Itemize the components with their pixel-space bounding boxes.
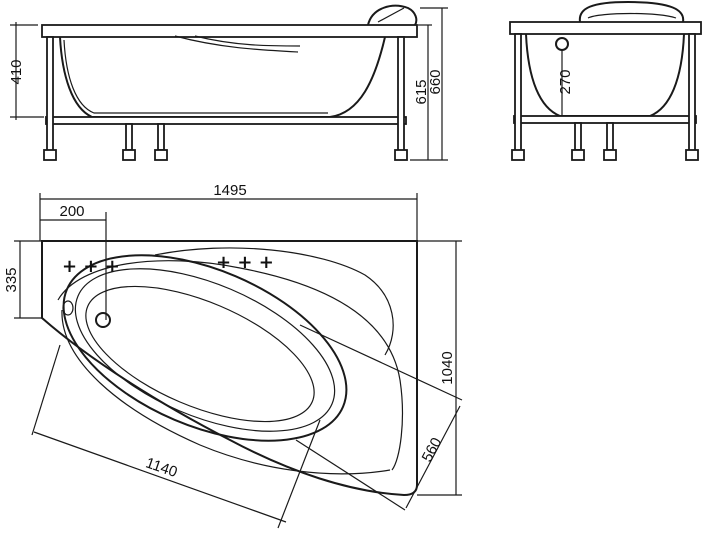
- dim-label-335: 335: [3, 267, 20, 292]
- overflow-icon: [555, 37, 569, 51]
- dim-label-560: 560: [419, 435, 446, 465]
- plan-outline: [41, 240, 418, 497]
- dim-label-660: 660: [427, 69, 444, 94]
- tap-marks-left: + + +: [62, 256, 120, 277]
- tap-marks-right: + + +: [216, 252, 274, 273]
- side-leg: [125, 123, 133, 151]
- side-frame-rail: [45, 116, 407, 125]
- dim-label-615: 615: [413, 79, 430, 104]
- end-tub-body: [525, 33, 685, 117]
- side-leg: [46, 36, 54, 153]
- side-headrest: [367, 4, 418, 26]
- plan-view: + + + + + + 1495 200 335 1040 1140 560: [3, 182, 463, 529]
- end-headrest: [578, 0, 685, 23]
- dim-label-410: 410: [8, 59, 25, 84]
- drain-icon: [95, 312, 111, 328]
- dim-line-560: [405, 405, 461, 509]
- dim-line-1140: [33, 431, 287, 523]
- side-leg: [397, 36, 405, 153]
- side-rim: [41, 24, 418, 38]
- end-elevation-view: 270: [509, 0, 702, 161]
- dim-label-1495: 1495: [213, 182, 246, 199]
- side-elevation-view: 410 615 660: [8, 4, 448, 161]
- dim-label-270: 270: [557, 69, 574, 94]
- side-tub-body: [59, 36, 386, 118]
- dim-label-200: 200: [59, 203, 84, 220]
- side-leg: [157, 123, 165, 151]
- dim-label-1040: 1040: [439, 351, 456, 384]
- end-rim: [509, 21, 702, 35]
- end-frame-rail: [513, 115, 697, 124]
